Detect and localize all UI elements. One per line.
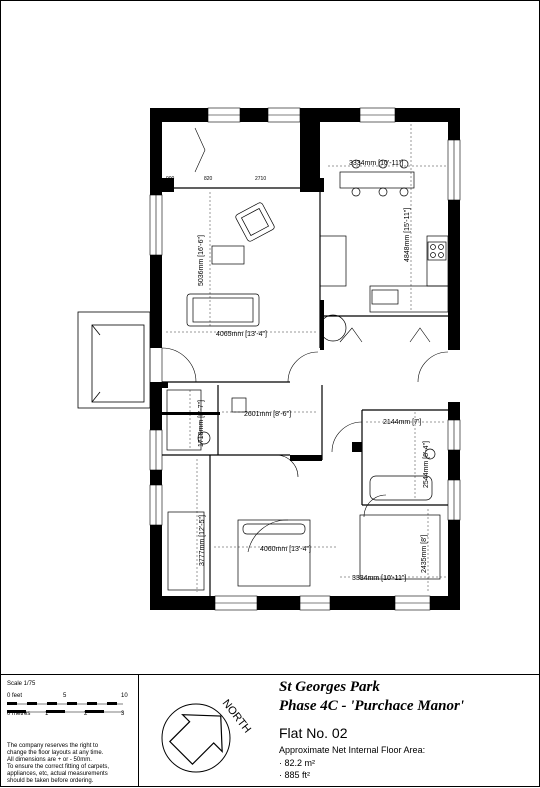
metres-1-label: 1	[45, 711, 49, 717]
bedroom2-bed	[359, 514, 441, 580]
study-length-label: 1710mm [5'-7"]	[198, 400, 205, 447]
internal-walls	[162, 187, 460, 596]
feet-10-label: 10	[121, 693, 128, 699]
bedroom1-length-label: 3777mm [12'-5"]	[199, 515, 206, 566]
furniture	[166, 159, 449, 591]
living-width-label: 4065mm [13'-4"]	[216, 331, 267, 338]
outer-walls	[150, 108, 460, 610]
double-bed	[237, 519, 311, 587]
kitchen-width-label: 3334mm [10'-11"]	[349, 160, 403, 167]
kitchen-length-label: 4848mm [15'-11"]	[404, 208, 411, 262]
disclaimer-line: The company reserves the right to	[7, 743, 99, 749]
hob	[427, 241, 447, 261]
disclaimer-line: To ensure the correct fitting of carpets…	[7, 764, 110, 770]
feet-label: 0 feet	[7, 693, 23, 699]
small-label-a: 2710	[255, 176, 266, 182]
windows	[149, 107, 461, 611]
door-swings	[161, 127, 449, 553]
living-length-label: 5036mm [16'-6"]	[198, 235, 205, 286]
bathroom-width-label: 2144mm [7']	[383, 419, 421, 426]
small-label-b: 820	[204, 176, 213, 182]
kitchen-counter-bottom	[369, 285, 449, 313]
armchair	[235, 202, 275, 242]
north-arrow-icon: NORTH	[161, 697, 253, 773]
area-m2: · 82.2 m²	[279, 758, 316, 768]
bedroom2-width-label: 3334mm [10'-11"]	[352, 575, 406, 582]
scale-bar	[7, 702, 123, 713]
disclaimer-line: change the floor layouts at any time.	[7, 750, 104, 756]
internal-wall-masses	[162, 300, 362, 461]
wc	[197, 431, 211, 445]
disclaimer: The company reserves the right to change…	[7, 743, 135, 785]
small-label-c: 900	[166, 176, 175, 182]
disclaimer-line: should be taken before ordering.	[7, 778, 94, 784]
sink	[371, 289, 399, 305]
bedroom1-width-label: 4060mm [13'-4"]	[260, 546, 311, 553]
dining-table	[339, 171, 415, 189]
scale-label: Scale 1/75	[7, 681, 36, 687]
bath-basin	[424, 448, 436, 460]
phase-name: Phase 4C - 'Purchace Manor'	[279, 698, 465, 714]
disclaimer-line: appliances, etc, actual measurements	[7, 771, 108, 777]
project-name: St Georges Park	[279, 679, 380, 695]
hall-width-label: 2601mm [8'-6"]	[244, 411, 291, 418]
area-ft2: · 885 ft²	[279, 770, 311, 780]
dimension-lines	[166, 124, 446, 592]
basin	[231, 397, 247, 413]
metres-label: 0 metres	[7, 711, 31, 717]
bedroom2-length-label: 2435mm [8']	[421, 535, 428, 573]
floor-plan: 3334mm [10'-11"] 4848mm [15'-11"] 4065mm…	[77, 107, 461, 611]
north-label: NORTH	[220, 697, 253, 735]
feet-5-label: 5	[63, 693, 67, 699]
flat-number: Flat No. 02	[279, 725, 348, 741]
balcony	[77, 311, 151, 409]
metres-2-label: 2	[84, 711, 88, 717]
bathroom-length-label: 2544mm [8'-4"]	[423, 441, 430, 488]
metres-3-label: 3	[121, 711, 125, 717]
coffee-table	[211, 245, 245, 265]
bath	[369, 475, 433, 501]
living-sofa	[186, 293, 260, 327]
area-label: Approximate Net Internal Floor Area:	[279, 745, 426, 755]
bedroom1-wardrobe	[167, 511, 205, 591]
kitchen-counter-left	[319, 235, 347, 287]
scale-box: Scale 1/75 0 feet 5 10 0 metres 1 2 3 Th…	[0, 675, 139, 787]
dimension-labels: 3334mm [10'-11"] 4848mm [15'-11"] 4065mm…	[166, 160, 430, 582]
study-desk	[166, 389, 202, 451]
kitchen-counter-right	[426, 235, 449, 287]
disclaimer-line: All dimensions are + or - 50mm.	[7, 757, 92, 763]
title-block: Scale 1/75 0 feet 5 10 0 metres 1 2 3 Th…	[0, 674, 540, 788]
drum-unit	[319, 314, 347, 342]
